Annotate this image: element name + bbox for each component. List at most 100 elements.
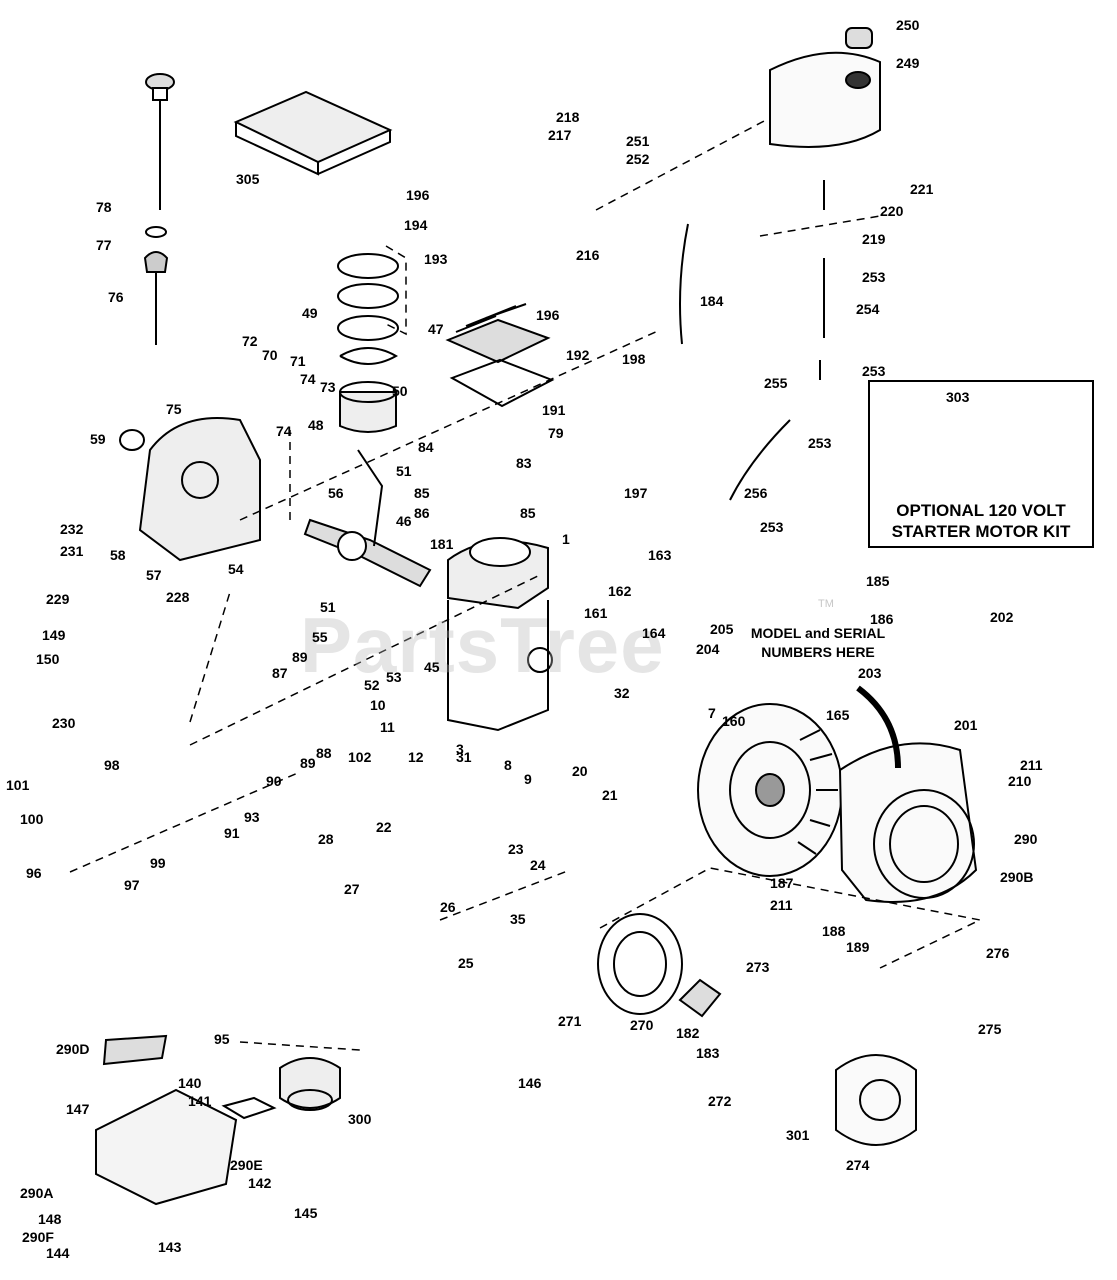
part-callout: 249 [896,55,920,71]
part-callout: 20 [572,763,588,779]
part-callout: 250 [896,17,920,33]
part-callout: 25 [458,955,474,971]
part-callout: 271 [558,1013,582,1029]
part-callout: 201 [954,717,978,733]
part-callout: 140 [178,1075,202,1091]
part-callout: 27 [344,881,360,897]
part-callout: 72 [242,333,258,349]
part-callout: 77 [96,237,112,253]
part-callout: 54 [228,561,244,577]
part-callout: 218 [556,109,580,125]
part-callout: 183 [696,1045,720,1061]
part-callout: 193 [424,251,448,267]
part-callout: 184 [700,293,724,309]
part-callout: 21 [602,787,618,803]
carburetor-cover-drawing [95,1034,238,1206]
starter-motor-kit-inset: 303 OPTIONAL 120 VOLT STARTER MOTOR KIT [868,380,1094,548]
part-callout: 205 [710,621,734,637]
part-callout: 89 [292,649,308,665]
part-callout: 91 [224,825,240,841]
part-callout: 101 [6,777,30,793]
part-callout: 52 [364,677,380,693]
part-callout: 146 [518,1075,542,1091]
dipstick-drawing [143,73,175,345]
part-callout: 90 [266,773,282,789]
part-callout: 253 [862,363,886,379]
model-serial-note-line2: NUMBERS HERE [761,644,875,660]
part-callout: 230 [52,715,76,731]
part-callout: 252 [626,151,650,167]
model-serial-note-line1: MODEL and SERIAL [750,625,886,641]
part-callout: 290B [1000,869,1034,885]
part-callout: 100 [20,811,44,827]
part-callout: 50 [392,383,408,399]
part-callout: 203 [858,665,882,681]
part-callout: 78 [96,199,112,215]
inset-title-line2: STARTER MOTOR KIT [891,522,1071,541]
part-callout: 305 [236,171,260,187]
part-callout: 142 [248,1175,272,1191]
part-callout: 32 [614,685,630,701]
part-callout: 149 [42,627,66,643]
part-callout: 70 [262,347,278,363]
part-callout: 197 [624,485,648,501]
part-callout: 188 [822,923,846,939]
part-callout: 102 [348,749,372,765]
part-callout: 97 [124,877,140,893]
flywheel-drawing [697,703,843,877]
starter-cup-drawing [597,913,722,1018]
part-callout: 83 [516,455,532,471]
part-callout: 86 [414,505,430,521]
part-callout: 276 [986,945,1010,961]
cylinder-block-drawing [447,537,553,732]
part-callout: 141 [188,1093,212,1109]
gasket-set-box [233,90,393,176]
part-callout: 256 [744,485,768,501]
part-callout: 221 [910,181,934,197]
part-callout: 290A [20,1185,54,1201]
part-callout: 219 [862,231,886,247]
part-callout: 290E [230,1157,263,1173]
fuel-line-drawing [679,180,825,501]
part-callout: 150 [36,651,60,667]
part-callout: 58 [110,547,126,563]
part-callout: 59 [90,431,106,447]
part-callout: 196 [536,307,560,323]
part-callout: 204 [696,641,720,657]
part-callout: 93 [244,809,260,825]
carburetor-drawing [221,1057,341,1120]
part-callout: 163 [648,547,672,563]
cylinder-head-drawing [445,303,555,408]
part-callout: 254 [856,301,880,317]
part-callout: 185 [866,573,890,589]
part-callout: 89 [300,755,316,771]
part-callout: 253 [808,435,832,451]
part-callout: 85 [520,505,536,521]
part-callout: 23 [508,841,524,857]
part-callout: 231 [60,543,84,559]
part-callout: 24 [530,857,546,873]
part-callout: 162 [608,583,632,599]
watermark-tm: TM [818,598,834,610]
part-callout: 76 [108,289,124,305]
part-callout: 182 [676,1025,700,1041]
part-callout: 3 [456,741,464,757]
inset-title: OPTIONAL 120 VOLT STARTER MOTOR KIT [870,500,1092,542]
model-serial-note: MODEL and SERIAL NUMBERS HERE [728,624,908,662]
part-callout: 253 [862,269,886,285]
part-callout: 145 [294,1205,318,1221]
part-callout: 290 [1014,831,1038,847]
part-callout: 196 [406,187,430,203]
part-callout: 95 [214,1031,230,1047]
part-callout: 1 [562,531,570,547]
part-callout: 7 [708,705,716,721]
part-callout: 45 [424,659,440,675]
part-callout: 74 [300,371,316,387]
part-callout: 301 [786,1127,810,1143]
part-callout: 55 [312,629,328,645]
part-callout: 211 [770,897,793,913]
part-callout: 48 [308,417,324,433]
part-callout: 217 [548,127,572,143]
part-callout: 274 [846,1157,870,1173]
part-callout: 272 [708,1093,732,1109]
